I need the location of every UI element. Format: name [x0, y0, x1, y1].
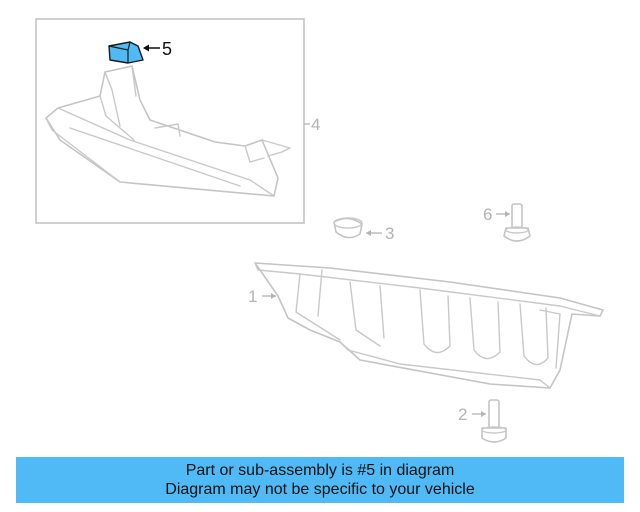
callout-1: 1: [248, 287, 257, 306]
oil-pan-part: [254, 262, 604, 389]
callout-5: 5: [162, 39, 172, 59]
parts-diagram: 1 2 3 4 5 6: [35, 18, 604, 443]
callout-6: 6: [483, 205, 492, 224]
info-banner: Part or sub-assembly is #5 in diagram Di…: [16, 457, 624, 503]
plug-part: [333, 217, 363, 239]
inset-frame: [35, 18, 305, 224]
bolt-part-2: [481, 399, 507, 443]
seal-part-highlighted: [108, 41, 144, 64]
bolt-part-6: [503, 203, 531, 242]
callout-2: 2: [458, 405, 467, 424]
banner-line-1: Part or sub-assembly is #5 in diagram: [185, 462, 455, 479]
callout-3: 3: [385, 224, 394, 243]
filter-part: [45, 65, 291, 197]
callout-4: 4: [311, 115, 320, 134]
banner-line-2: Diagram may not be specific to your vehi…: [165, 481, 475, 498]
